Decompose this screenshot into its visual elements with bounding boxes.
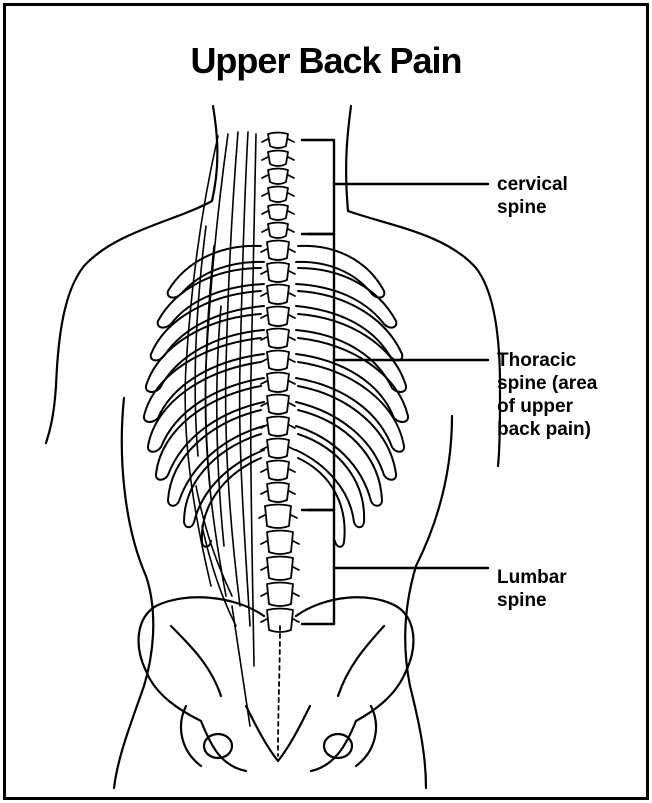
vertebra	[267, 373, 289, 393]
vertebra-process	[261, 619, 299, 622]
vertebra-process	[262, 139, 294, 142]
vertebra	[267, 351, 289, 371]
vertebra	[267, 439, 289, 459]
vertebra-process	[262, 157, 294, 160]
vertebra	[267, 329, 289, 349]
lumbar-spine-label: Lumbar spine	[497, 566, 567, 612]
vertebra-process	[261, 315, 295, 318]
vertebra-process	[261, 469, 295, 472]
vertebra	[267, 285, 289, 305]
cervical-bracket	[302, 140, 334, 234]
region-brackets	[302, 140, 334, 624]
vertebra-process	[261, 271, 295, 274]
vertebra	[267, 461, 289, 481]
pelvis	[139, 597, 414, 771]
vertebra	[267, 583, 293, 607]
body-outline	[46, 106, 500, 788]
vertebra-process	[261, 403, 295, 406]
vertebra	[268, 133, 288, 149]
vertebra	[268, 151, 288, 167]
vertebra-process	[261, 567, 299, 570]
vertebra	[268, 187, 288, 203]
leader-lines	[334, 184, 488, 568]
vertebra	[267, 241, 289, 261]
vertebra	[268, 169, 288, 185]
back-muscles	[185, 132, 256, 726]
thoracic-spine-label: Thoracic spine (area of upper back pain)	[497, 349, 597, 441]
vertebra-process	[262, 229, 294, 232]
vertebra-process	[261, 381, 295, 384]
lumbar-bracket	[302, 510, 334, 624]
vertebra-process	[261, 447, 295, 450]
right-ribs	[296, 246, 408, 547]
vertebra	[268, 205, 288, 221]
vertebra-process	[261, 359, 295, 362]
vertebra-process	[261, 541, 299, 544]
thoracic-bracket	[308, 234, 334, 510]
vertebra	[267, 263, 289, 283]
vertebra	[267, 307, 289, 327]
cervical-spine-label: cervical spine	[497, 173, 568, 219]
spine	[259, 133, 299, 757]
sacrum-line	[278, 626, 280, 756]
figure-frame: Upper Back Pain	[3, 3, 649, 800]
vertebra-process	[262, 193, 294, 196]
vertebra-process	[261, 337, 295, 340]
left-ribs	[144, 246, 264, 547]
vertebra	[268, 223, 288, 239]
vertebra	[267, 417, 289, 437]
vertebra-process	[261, 293, 295, 296]
vertebra	[265, 505, 291, 529]
vertebra	[267, 483, 289, 503]
vertebra-process	[261, 593, 299, 596]
vertebra-process	[261, 249, 295, 252]
vertebra	[267, 531, 293, 555]
vertebra-process	[261, 491, 295, 494]
vertebra-process	[262, 211, 294, 214]
vertebra-process	[259, 515, 297, 518]
vertebra	[267, 557, 293, 581]
vertebra-process	[261, 425, 295, 428]
vertebra-process	[262, 175, 294, 178]
vertebra	[267, 395, 289, 415]
